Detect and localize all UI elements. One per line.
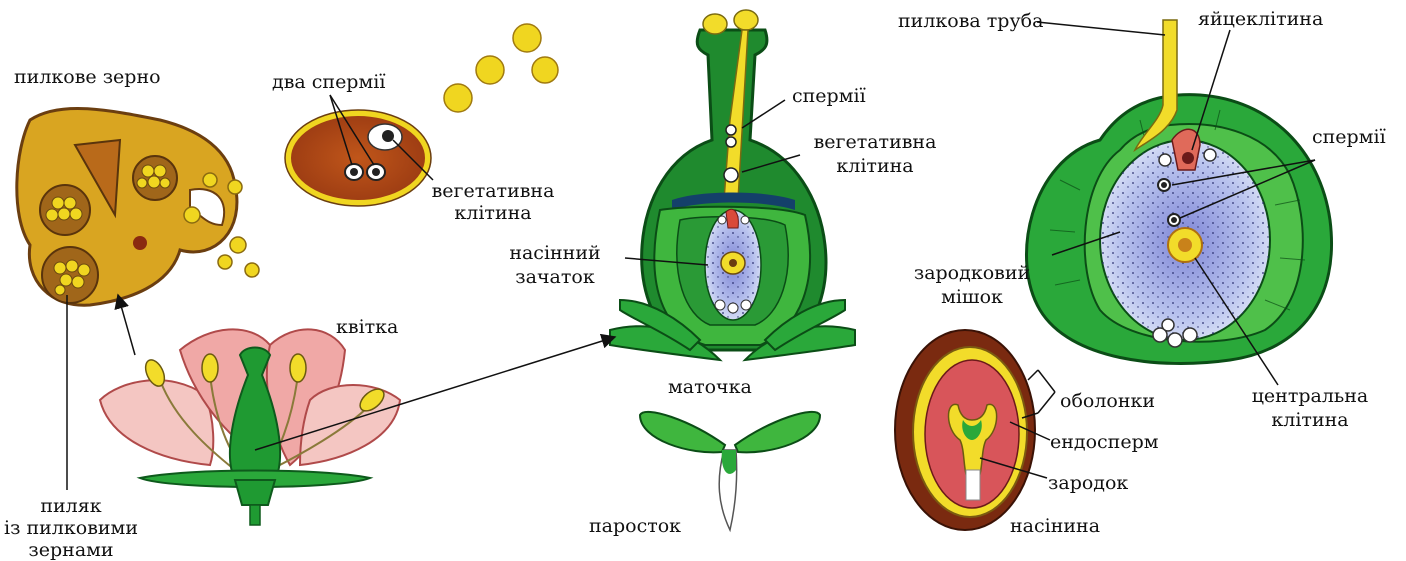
label-embryo: зародок <box>1048 472 1128 494</box>
pollen-grain-detail <box>285 110 431 206</box>
label-pollen-tube: пилкова труба <box>898 10 1043 32</box>
label-vegetative-cell-line1: вегетативна <box>418 180 568 202</box>
label-central-cell-line2: клітина <box>1220 409 1400 431</box>
label-pollen-grain: пилкове зерно <box>14 66 161 88</box>
sprout-drawing <box>640 412 820 530</box>
label-ovule-line1: насінний <box>490 242 620 264</box>
label-anther-line2: із пилковими <box>0 517 142 539</box>
label-flower: квітка <box>336 316 398 338</box>
label-vegetative-mid-line1: вегетативна <box>790 131 960 153</box>
label-pistil: маточка <box>668 376 752 398</box>
label-sperms-mid: спермії <box>792 85 866 107</box>
flower-drawing <box>100 329 400 525</box>
ovule-drawing <box>1027 20 1332 363</box>
label-vegetative-mid-line2: клітина <box>790 155 960 177</box>
label-ovule-line2: зачаток <box>490 266 620 288</box>
anther-cross-section <box>17 108 237 305</box>
seed-drawing <box>895 330 1035 530</box>
pistil-drawing <box>610 10 855 360</box>
free-pollen <box>444 24 558 112</box>
label-two-sperms: два спермії <box>272 71 385 93</box>
label-central-cell-line1: центральна <box>1220 385 1400 407</box>
label-embryo-sac-line2: мішок <box>892 286 1052 308</box>
label-anther-line3: зернами <box>0 539 142 561</box>
label-seed: насінина <box>1010 515 1100 537</box>
label-vegetative-cell-line2: клітина <box>418 202 568 224</box>
label-anther-line1: пиляк <box>0 495 142 517</box>
label-endosperm: ендосперм <box>1050 431 1159 453</box>
label-embryo-sac-line1: зародковий <box>892 262 1052 284</box>
label-sperms-right: спермії <box>1312 126 1386 148</box>
label-coats: оболонки <box>1060 390 1155 412</box>
label-egg-cell: яйцеклітина <box>1198 8 1323 30</box>
label-sprout: паросток <box>589 515 681 537</box>
